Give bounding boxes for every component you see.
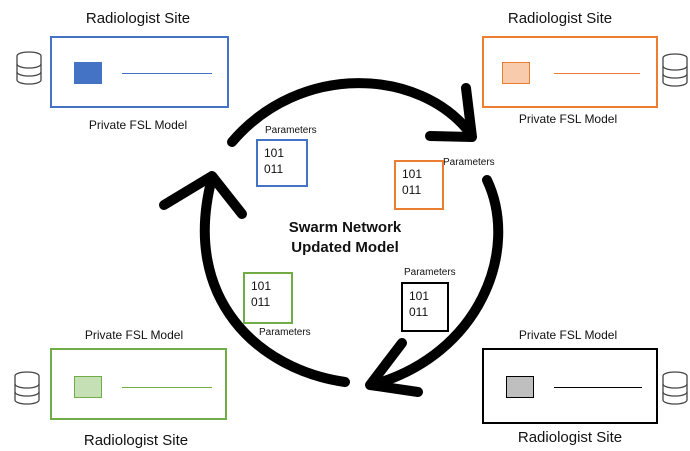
cycle-arrow-right [367,175,504,390]
cycle-arrowhead-top [425,83,477,142]
parameters-line2: 011 [402,183,422,197]
parameters-label-black: Parameters [404,267,456,278]
center-title-line1: Swarm Network [288,219,402,236]
model-label-top-right: Private FSL Model [518,112,618,126]
model-line [122,387,212,388]
parameters-line1: 101 [402,167,423,181]
parameters-label-orange: Parameters [443,157,495,168]
parameters-line1: 101 [251,279,272,293]
database-icon [14,371,40,405]
parameters-box-orange: 101 011 [394,160,444,210]
center-title: Swarm Network Updated Model [270,218,420,258]
model-line [554,73,640,74]
site-title-bottom-left: Radiologist Site [83,432,189,449]
model-square [74,376,102,398]
database-icon [662,371,688,405]
site-title-bottom-right: Radiologist Site [517,429,623,446]
database-icon [16,51,42,85]
site-panel-top-left [50,36,229,108]
cycle-arrow-left [199,173,350,387]
site-panel-top-right [482,36,658,108]
model-square [74,62,102,84]
parameters-box-black: 101 011 [401,282,449,332]
site-panel-bottom-left [50,348,227,420]
parameters-line1: 101 [409,289,430,303]
site-title-top-right: Radiologist Site [507,10,613,27]
parameters-box-green: 101 011 [243,272,293,324]
parameters-line2: 011 [409,305,429,319]
parameters-label-blue: Parameters [265,125,317,136]
center-title-line2: Updated Model [291,239,399,256]
site-panel-bottom-right [482,348,658,424]
parameters-box-blue: 101 011 [256,139,308,187]
model-label-bottom-right: Private FSL Model [518,328,618,342]
parameters-line1: 101 [264,146,285,160]
model-square [502,62,530,84]
model-label-top-left: Private FSL Model [88,118,188,132]
site-title-top-left: Radiologist Site [85,10,191,27]
model-line [554,387,642,388]
parameters-line2: 011 [251,295,271,309]
database-icon [662,53,688,87]
model-line [122,73,212,74]
cycle-arrowhead-right [365,338,423,397]
model-square [506,376,534,398]
parameters-label-green: Parameters [259,327,311,338]
cycle-arrow-top [227,78,475,147]
parameters-line2: 011 [264,162,284,176]
cycle-arrowhead-left [159,171,247,219]
model-label-bottom-left: Private FSL Model [84,328,184,342]
